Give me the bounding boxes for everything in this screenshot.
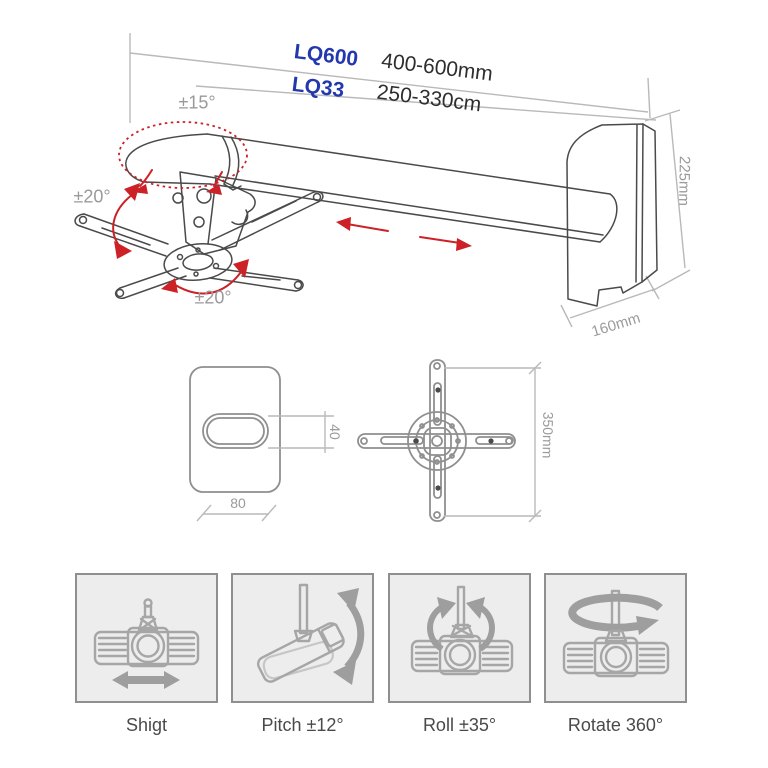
head-swivel-bottom-label: ±20° xyxy=(194,287,232,308)
rotate-ellipse-icon xyxy=(562,589,670,678)
tilt-zone-dotted-ellipse xyxy=(118,121,248,189)
pitch-arrow-icon xyxy=(256,583,365,685)
cross-bracket-plan-view xyxy=(357,359,542,523)
bracket-arm-drawing xyxy=(125,133,618,243)
plate-height-label: 225mm xyxy=(675,155,693,207)
roll-arrows-icon xyxy=(410,585,514,676)
feature-panel-shift: Shigt xyxy=(75,573,218,736)
feature-label-shift: Shigt xyxy=(125,715,168,735)
cross-head-drawing xyxy=(74,190,324,300)
slide-left-arrow xyxy=(346,223,389,232)
plate-front-view xyxy=(189,366,334,522)
slide-right-arrow xyxy=(419,236,461,244)
feature-panel-rotate: Rotate 360° xyxy=(544,573,687,736)
cross-span-label: 350mm xyxy=(539,411,557,459)
feature-label-pitch: Pitch ±12° xyxy=(261,715,344,735)
feature-label-rotate: Rotate 360° xyxy=(567,715,664,735)
feature-panel-roll: Roll ±35° xyxy=(388,573,531,736)
slot-height-label: 40 xyxy=(326,424,344,440)
plate-height-dimension xyxy=(644,109,691,292)
plate-depth-dimension xyxy=(560,275,660,328)
elbow-tilt-angle-label: ±15° xyxy=(178,92,216,113)
slot-width-label: 80 xyxy=(230,495,246,511)
feature-panel-pitch: Pitch ±12° xyxy=(231,573,374,736)
wall-plate-drawing xyxy=(566,123,658,307)
head-swivel-left-label: ±20° xyxy=(73,186,111,207)
rotation-annotations xyxy=(112,121,472,295)
shift-arrows-icon xyxy=(93,598,200,689)
feature-label-roll: Roll ±35° xyxy=(422,715,497,735)
extension-dimension-lines xyxy=(129,33,657,123)
